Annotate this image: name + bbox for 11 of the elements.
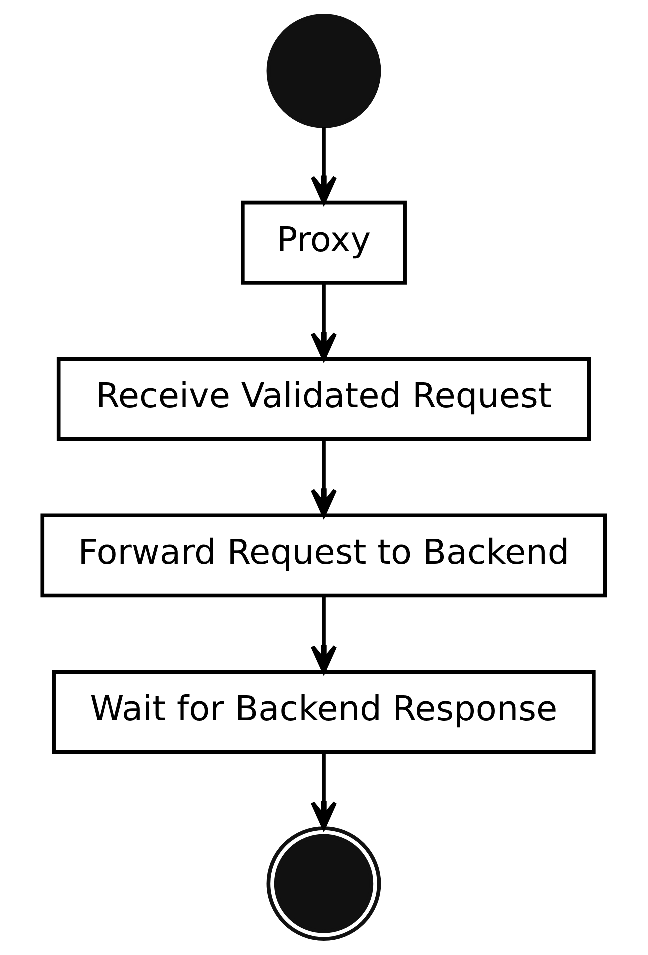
arrow — [310, 752, 338, 830]
node-box: Forward Request to Backend — [40, 514, 608, 598]
arrow — [310, 283, 338, 361]
node-box: Wait for Backend Response — [52, 670, 596, 754]
node-circle — [266, 14, 382, 128]
node-bullseye — [266, 826, 382, 942]
arrow — [310, 440, 338, 518]
arrow — [310, 127, 338, 204]
node-box: Receive Validated Request — [56, 357, 592, 442]
arrow — [310, 596, 338, 674]
node-box: Proxy — [241, 200, 407, 285]
